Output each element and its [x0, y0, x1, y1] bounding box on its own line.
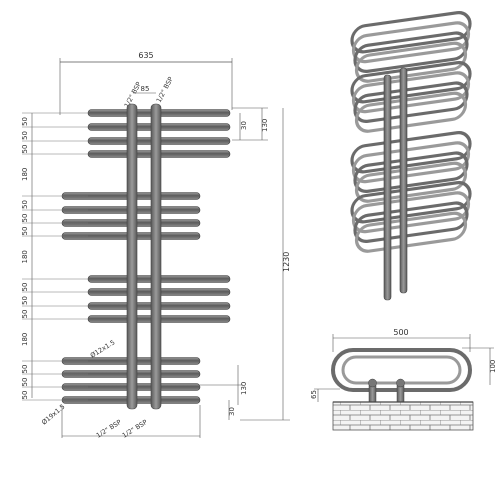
- top-group-label: 130: [261, 119, 269, 132]
- left-dim-label: 50: [21, 131, 29, 140]
- side-view: 500 100 65: [310, 328, 497, 431]
- side-connector-left-cap: [368, 378, 377, 388]
- bottom-group-label: 130: [240, 382, 248, 395]
- right-riser-pipe: [150, 103, 162, 410]
- left-dim-label: 50: [21, 378, 29, 387]
- iso-loop: [350, 131, 472, 174]
- iso-loop: [354, 161, 468, 203]
- height-dim-label: 1230: [282, 252, 291, 272]
- bottom-thread-left-label: 1/2" BSP: [95, 418, 123, 440]
- iso-loop: [351, 21, 471, 64]
- iso-loop: [354, 41, 468, 83]
- left-dim-label: 50: [21, 365, 29, 374]
- iso-loop: [350, 61, 472, 104]
- side-width-label: 500: [393, 328, 408, 337]
- left-dim-label: 50: [21, 200, 29, 209]
- left-dim-label: 180: [21, 168, 29, 181]
- left-dim-label: 50: [21, 283, 29, 292]
- iso-loop: [350, 181, 472, 224]
- side-height-label: 100: [489, 360, 497, 373]
- wall-bricks: [332, 401, 474, 431]
- iso-loop: [353, 151, 469, 194]
- tube-large-label: Ø19x1.5: [40, 403, 66, 427]
- iso-loop: [353, 31, 469, 74]
- iso-right-pipe: [399, 67, 408, 294]
- iso-left-pipe: [383, 74, 392, 301]
- iso-loops: [350, 11, 472, 253]
- top-offset-label: 30: [240, 121, 248, 130]
- isometric-view: [350, 11, 472, 301]
- pipe-spacing-label: 85: [141, 85, 150, 93]
- iso-loop: [354, 211, 468, 253]
- iso-loop: [353, 81, 469, 124]
- left-riser-pipe: [126, 103, 138, 410]
- wall-offset-label: 65: [310, 390, 318, 399]
- iso-loop: [350, 11, 472, 54]
- left-dims: 50 50 50 180 50 50 50 180 50 50 50 180 50 50 50: [21, 112, 88, 401]
- bottom-offset-label: 30: [228, 407, 236, 416]
- left-dim-label: 50: [21, 310, 29, 319]
- left-dim-label: 180: [21, 250, 29, 263]
- left-dim-label: 50: [21, 214, 29, 223]
- left-dim-label: 50: [21, 296, 29, 305]
- left-dim-label: 50: [21, 145, 29, 154]
- left-dim-label: 50: [21, 117, 29, 126]
- heating-bars: [61, 109, 231, 404]
- iso-loop: [351, 191, 471, 234]
- iso-loop: [351, 71, 471, 114]
- left-dim-label: 180: [21, 333, 29, 346]
- bottom-thread-right-label: 1/2" BSP: [121, 418, 149, 440]
- iso-loop: [354, 91, 468, 133]
- left-dim-label: 50: [21, 227, 29, 236]
- iso-loop: [351, 141, 471, 184]
- width-dim-label: 635: [138, 51, 153, 60]
- top-thread-right-label: 1/2" BSP: [155, 75, 175, 103]
- tube-small-label: Ø12x1.5: [89, 338, 117, 359]
- side-connector-right-cap: [396, 378, 405, 388]
- iso-loop: [353, 201, 469, 244]
- front-view: 635 85 1/2" BSP 1/2" BSP 505050180505050…: [21, 51, 291, 440]
- left-dim-label: 50: [21, 391, 29, 400]
